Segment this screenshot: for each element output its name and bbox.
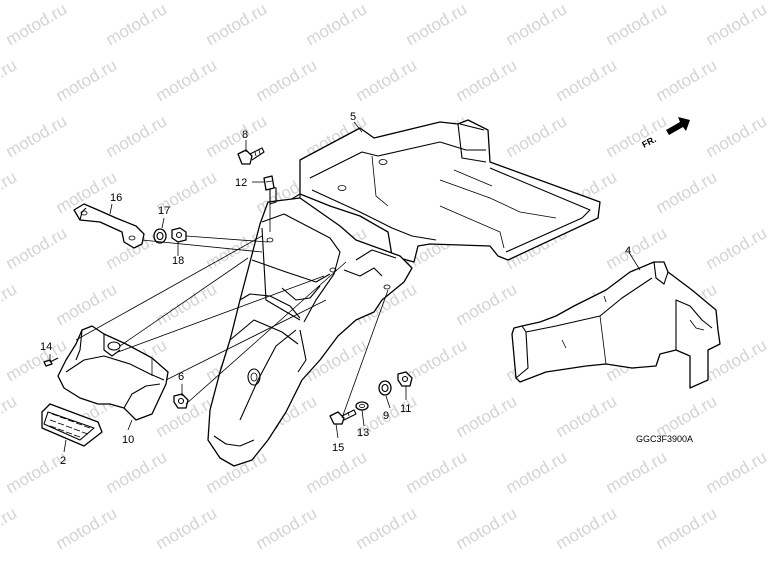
callout-11: 11 [400, 403, 411, 415]
part-rear-fender [207, 185, 413, 467]
front-direction-indicator: FR. [640, 117, 690, 150]
callout-12: 12 [235, 177, 247, 189]
callout-17: 17 [158, 205, 170, 217]
part-6-bolt [173, 393, 189, 409]
front-label: FR. [640, 134, 657, 150]
front-arrow-icon [666, 117, 690, 135]
part-10-license-light-housing [57, 325, 169, 421]
callout-10: 10 [122, 434, 134, 446]
callout-18: 18 [172, 255, 184, 267]
diagram-code: GGC3F3900A [636, 434, 693, 444]
part-18-nut [171, 227, 187, 243]
callout-16: 16 [110, 192, 122, 204]
part-4-cover-plate [511, 261, 721, 389]
part-8-bolt [237, 147, 265, 165]
part-11-nut [397, 371, 413, 387]
part-13-washer [355, 401, 369, 411]
callout-14: 14 [40, 341, 52, 353]
callout-5: 5 [350, 111, 356, 123]
callout-13: 13 [357, 427, 369, 439]
leader-lines [49, 121, 641, 453]
part-15-bolt [329, 409, 357, 425]
callout-6: 6 [178, 371, 184, 383]
reflector-pattern [49, 413, 91, 438]
callout-8: 8 [242, 129, 248, 141]
part-17-collar [153, 228, 167, 244]
part-14-screw [43, 357, 59, 367]
part-9-collar [378, 380, 392, 396]
callout-9: 9 [383, 410, 389, 422]
part-16-bracket [73, 203, 145, 249]
callout-4: 4 [625, 245, 631, 257]
callout-2: 2 [60, 455, 66, 467]
part-12-clip-nut [263, 175, 275, 191]
part-2-reflector [41, 403, 103, 447]
callouts: 5 8 12 16 17 18 4 14 6 10 2 15 13 9 11 [40, 111, 631, 467]
callout-15: 15 [332, 442, 344, 454]
